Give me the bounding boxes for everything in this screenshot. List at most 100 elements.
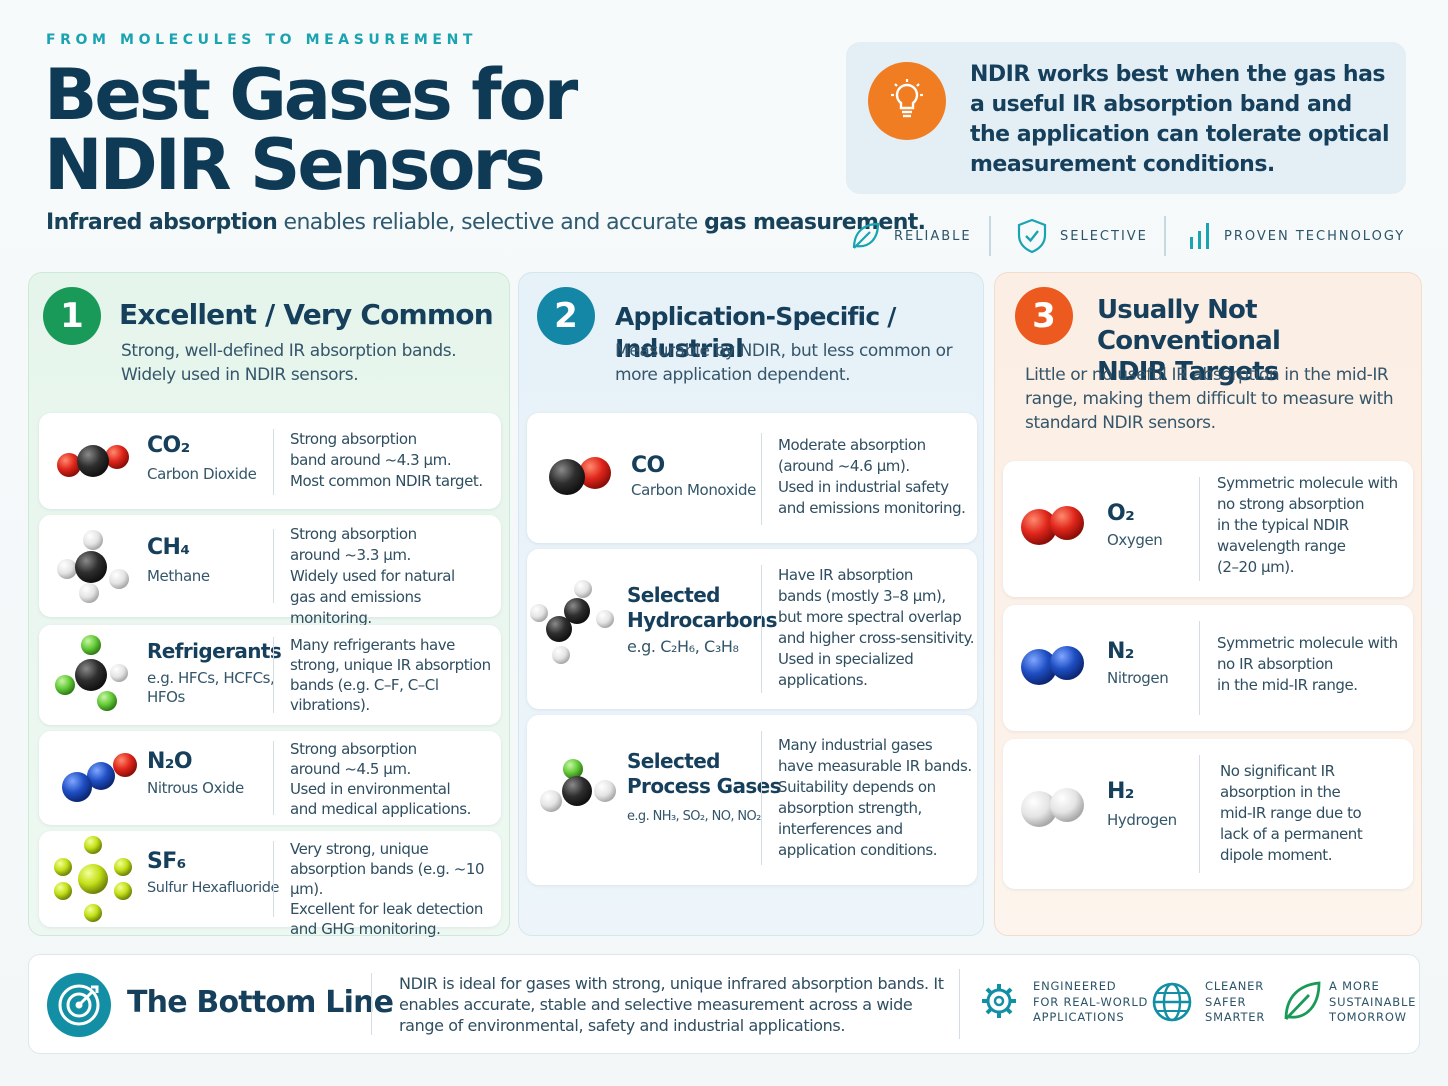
bottom-item-line: SAFER	[1205, 994, 1247, 1009]
card-divider	[273, 841, 274, 917]
card-divider	[761, 433, 762, 525]
desc-line: Many industrial gases	[778, 736, 933, 754]
gas-card-process-gases: Selected Process Gases e.g. NH₃, SO₂, NO…	[527, 715, 977, 885]
desc-line: application conditions.	[778, 841, 938, 859]
target-icon	[47, 973, 111, 1037]
desc-line: no strong absorption	[1217, 495, 1365, 513]
gas-name-line: e.g. HFCs, HCFCs,	[147, 669, 275, 687]
bottom-divider	[959, 969, 960, 1039]
bottom-item-label: A MORE SUSTAINABLE TOMORROW	[1329, 979, 1416, 1026]
kicker-text: FROM MOLECULES TO MEASUREMENT	[46, 32, 478, 48]
desc-line: lack of a permanent	[1220, 825, 1363, 843]
column-number: 2	[537, 287, 595, 345]
gas-description: Strong absorption around ~3.3 µm. Widely…	[290, 524, 501, 629]
gas-description: Symmetric molecule with no IR absorption…	[1217, 633, 1398, 696]
desc-line: Used in environmental	[290, 780, 451, 798]
gas-description: Moderate absorption (around ~4.6 µm). Us…	[778, 435, 966, 519]
column-description-line: range, making them difficult to measure …	[1025, 389, 1394, 409]
gas-name: Carbon Dioxide	[147, 465, 257, 483]
shield-check-icon	[1017, 218, 1047, 254]
bottom-item-line: TOMORROW	[1329, 1010, 1407, 1024]
n2o-molecule-icon	[62, 753, 137, 802]
card-divider	[273, 741, 274, 815]
card-divider	[1199, 621, 1200, 715]
bottom-divider	[371, 973, 372, 1035]
column-number: 1	[43, 287, 101, 345]
desc-line: vibrations).	[290, 696, 370, 714]
gas-card-n2: N₂ Nitrogen Symmetric molecule with no I…	[1003, 605, 1413, 731]
desc-line: Excellent for leak detection	[290, 900, 483, 918]
page-subtitle: Infrared absorption enables reliable, se…	[46, 210, 926, 235]
bottom-item-line: FOR REAL-WORLD	[1033, 994, 1149, 1009]
gas-card-o2: O₂ Oxygen Symmetric molecule with no str…	[1003, 461, 1413, 597]
gas-card-refrigerants: Refrigerants e.g. HFCs, HCFCs, HFOs Many…	[39, 625, 501, 725]
bottom-item-sustainable: A MORE SUSTAINABLE TOMORROW	[1281, 977, 1417, 1033]
desc-line: and GHG monitoring.	[290, 920, 441, 938]
subtitle-middle: enables reliable, selective and accurate	[277, 210, 705, 235]
desc-line: (around ~4.6 µm).	[778, 457, 910, 475]
column-application-specific: 2 Application-Specific / Industrial Meas…	[518, 272, 984, 936]
badge-selective: SELECTIVE	[1016, 214, 1148, 258]
desc-line: Widely used for natural	[290, 567, 455, 585]
desc-line: interferences and	[778, 820, 903, 838]
subtitle-emphasis-2: gas measurement.	[704, 210, 926, 235]
card-divider	[273, 529, 274, 603]
gas-name: e.g. HFCs, HCFCs, HFOs	[147, 669, 275, 707]
gas-name: Hydrogen	[1107, 811, 1177, 829]
gas-group-title-line: Process Gases	[627, 774, 782, 798]
desc-line: dipole moment.	[1220, 846, 1333, 864]
column-title: Usually Not Conventional NDIR Targets	[1097, 295, 1421, 388]
gas-formula: SF₆	[147, 849, 186, 874]
gas-description: No significant IR absorption in the mid-…	[1220, 761, 1363, 866]
column-title: Application-Specific / Industrial	[615, 302, 896, 363]
badge-label: SELECTIVE	[1060, 228, 1148, 244]
callout-text: NDIR works best when the gas has a usefu…	[970, 62, 1390, 177]
gas-name: Oxygen	[1107, 531, 1163, 549]
column-title-line: NDIR Targets	[1097, 357, 1279, 387]
column-title: Excellent / Very Common	[119, 298, 494, 331]
desc-line: strong, unique IR absorption	[290, 656, 491, 674]
ch4-molecule-icon	[57, 530, 129, 603]
gas-description: Many industrial gases have measurable IR…	[778, 735, 972, 861]
bottom-item-line: ENGINEERED	[1033, 979, 1117, 993]
co-molecule-icon	[549, 457, 611, 495]
gas-formula: CO	[631, 453, 665, 478]
page-title-line2: NDIR Sensors	[44, 124, 546, 206]
desc-line: and higher cross-sensitivity.	[778, 629, 975, 647]
desc-line: Most common NDIR target.	[290, 472, 483, 490]
bottom-item-line: CLEANER	[1205, 979, 1265, 993]
gas-description: Strong absorption around ~4.5 µm. Used i…	[290, 739, 471, 819]
column-description-line: Strong, well-defined IR absorption bands…	[121, 341, 457, 361]
gas-description: Very strong, unique absorption bands (e.…	[290, 839, 501, 939]
co2-molecule-icon	[57, 445, 129, 477]
gas-card-h2: H₂ Hydrogen No significant IR absorption…	[1003, 739, 1413, 889]
desc-line: have measurable IR bands.	[778, 757, 972, 775]
desc-line: bands (e.g. C–F, C–Cl	[290, 676, 439, 694]
bottom-line-title: The Bottom Line	[127, 985, 394, 1020]
desc-line: (2–20 µm).	[1217, 558, 1295, 576]
badge-reliable: RELIABLE	[850, 214, 972, 258]
leaf-icon	[852, 222, 880, 249]
subtitle-emphasis-1: Infrared absorption	[46, 210, 278, 235]
gas-name-line: HFOs	[147, 688, 185, 706]
card-divider	[273, 429, 274, 495]
desc-line: Strong absorption	[290, 740, 417, 758]
gas-description: Have IR absorption bands (mostly 3–8 µm)…	[778, 565, 975, 691]
column-description-line: Widely used in NDIR sensors.	[121, 365, 359, 385]
bottom-item-label: ENGINEERED FOR REAL-WORLD APPLICATIONS	[1033, 979, 1148, 1026]
gear-icon	[982, 984, 1016, 1018]
column-excellent: 1 Excellent / Very Common Strong, well-d…	[28, 272, 510, 939]
desc-line: around ~4.5 µm.	[290, 760, 411, 778]
column-description-line: more application dependent.	[615, 365, 851, 385]
desc-line: around ~3.3 µm.	[290, 546, 411, 564]
column-number: 3	[1015, 287, 1073, 345]
lightbulb-icon	[868, 62, 946, 140]
badge-divider	[989, 216, 991, 256]
gas-group-title-line: Hydrocarbons	[627, 608, 778, 632]
gas-examples: e.g. C₂H₆, C₃H₈	[627, 637, 739, 656]
gas-card-hydrocarbons: Selected Hydrocarbons e.g. C₂H₆, C₃H₈ Ha…	[527, 549, 977, 709]
desc-line: Suitability depends on	[778, 778, 936, 796]
card-divider	[1199, 755, 1200, 873]
card-divider	[761, 731, 762, 865]
gas-name: Methane	[147, 567, 210, 585]
